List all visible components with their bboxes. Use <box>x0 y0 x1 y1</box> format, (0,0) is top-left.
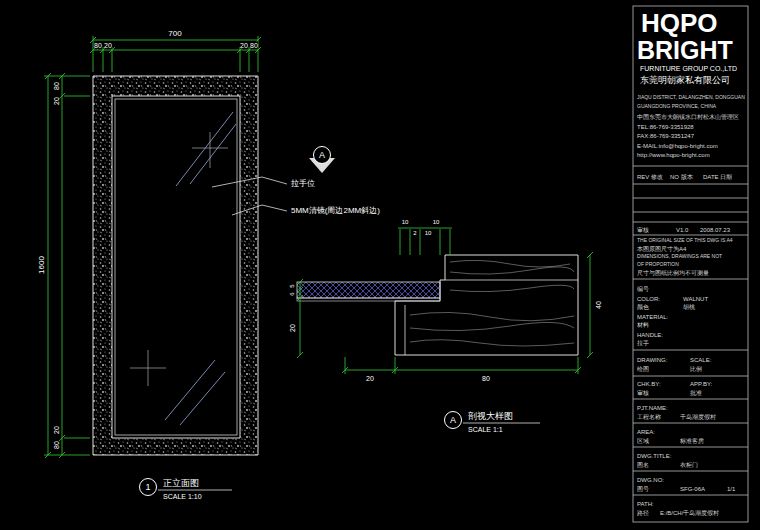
title-block-text: 本图原图尺寸为A4 <box>637 246 686 252</box>
title-block-text: THE ORIGINAL SIZE OF THIS DWG IS A4 <box>637 238 733 243</box>
note-text: 5MM清镜(周边2MM斜边) <box>291 207 380 215</box>
company-logo: HQPO <box>641 10 718 36</box>
view-scale: SCALE 1:10 <box>163 493 202 500</box>
title-block-text: 比例 <box>690 366 702 372</box>
dimension-text: 700 <box>168 30 181 38</box>
dimension-text: 20 <box>104 42 112 49</box>
dimension-text: 80 <box>482 375 490 382</box>
title-block-text: 衣柜门 <box>680 462 698 468</box>
title-block-text: OF PROPORTION <box>637 262 679 267</box>
company-logo: BRIGHT <box>637 38 733 63</box>
dimension-text: 80 <box>94 42 102 49</box>
view-scale: SCALE 1:1 <box>468 426 503 433</box>
callout-letter: 1 <box>145 482 150 492</box>
title-block-text: COLOR: <box>637 296 660 302</box>
title-block-text: DWG.NO: <box>637 477 664 483</box>
title-block-text: 批准 <box>690 390 702 396</box>
callout-circle: A <box>313 146 331 164</box>
title-block-text: 材料 <box>637 322 649 328</box>
dimension-text: 10 <box>433 219 440 225</box>
note-text: 拉手位 <box>291 180 315 188</box>
title-block-text: 颜色 <box>637 304 649 310</box>
title-block-text: http://www.hqpo-bright.com <box>637 152 710 158</box>
title-block-text: DWG.TITLE: <box>637 453 671 459</box>
dimension-text: 2 <box>413 230 416 236</box>
title-block-text: 编号 <box>637 286 649 292</box>
dimension-text: 6 <box>289 292 295 295</box>
title-block-text: 图名 <box>637 462 649 468</box>
dimension-text: 20 <box>53 426 60 434</box>
view-title: 剖视大样图 <box>468 412 513 421</box>
title-block-text: 1/1 <box>727 486 735 492</box>
title-block-text: SCALE: <box>690 357 711 363</box>
title-block-text: REV 修改 <box>637 174 663 180</box>
title-block-text: 绘图 <box>637 366 649 372</box>
title-block-text: 千岛湖度假村 <box>680 414 716 420</box>
title-block-text: V1.0 <box>676 227 688 233</box>
company-name: 东莞明朝家私有限公司 <box>640 76 730 85</box>
title-block-text: DATE 日期 <box>703 174 732 180</box>
title-block-text: PJT.NAME: <box>637 405 668 411</box>
dimension-text: 1600 <box>38 256 46 274</box>
title-block-text: CHK.BY: <box>637 381 661 387</box>
title-block-text: 2008.07.23 <box>700 227 730 233</box>
title-block-text: 工程名称 <box>637 414 661 420</box>
title-block-text: 中国东莞市大朗镇水口村松木山管理区 <box>637 114 739 120</box>
dimension-text: 80 <box>53 441 60 449</box>
title-block-text: 尺寸与图纸比例均不可测量 <box>637 270 709 276</box>
company-name: FURNITURE GROUP CO.,LTD <box>640 65 737 72</box>
dimension-text: 20 <box>289 324 296 332</box>
title-block-text: 审核 <box>637 227 649 233</box>
title-block-text: HANDLE: <box>637 332 663 338</box>
dimension-text: 20 <box>240 42 248 49</box>
title-block-text: WALNUT <box>683 296 708 302</box>
title-block-text: E:/B/CH/千岛湖度假村 <box>660 510 719 516</box>
dimension-text: 20 <box>366 375 374 382</box>
title-block-text: 拉手 <box>637 340 649 346</box>
title-block-text: 标准客房 <box>680 438 704 444</box>
title-block-text: AREA: <box>637 429 655 435</box>
title-block-text: E-MAIL:info@hqpo-bright.com <box>637 143 718 149</box>
title-block-text: JIAQU DISTRICT, DALANGZHEN, DONGGUAN <box>637 95 745 100</box>
title-block-text: FAX:86-769-3351247 <box>637 133 694 139</box>
view-title: 正立面图 <box>163 479 199 488</box>
title-block-text: 胡桃 <box>683 304 695 310</box>
title-block-text: APP.BY: <box>690 381 712 387</box>
dimension-text: 10 <box>425 230 432 236</box>
title-block-text: 图号 <box>637 486 649 492</box>
callout-circle: A <box>444 411 462 429</box>
dimension-text: 80 <box>53 82 60 90</box>
title-block-text: 审核 <box>637 390 649 396</box>
dimension-text: 40 <box>595 301 602 309</box>
title-block-text: MATERIAL: <box>637 314 668 320</box>
dimension-text: 20 <box>53 97 60 105</box>
title-block-text: NO 版本 <box>670 174 693 180</box>
title-block-text: 区域 <box>637 438 649 444</box>
dimension-text: 5 <box>289 284 295 287</box>
dimension-text: 10 <box>402 219 409 225</box>
callout-letter: A <box>319 150 325 160</box>
dimension-text: 80 <box>250 42 258 49</box>
title-block-text: TEL:86-769-3351928 <box>637 124 694 130</box>
title-block-text: SFG-06A <box>680 486 705 492</box>
callout-circle: 1 <box>139 478 157 496</box>
title-block-text: DRAWING: <box>637 357 667 363</box>
title-block-text: PATH: <box>637 501 654 507</box>
title-block-text: 路径 <box>637 510 649 516</box>
title-block-text: DIMENSIONS, DRAWINGS ARE NOT <box>637 254 722 259</box>
title-block-text: GUANGDONG PROVINCE, CHINA <box>637 104 716 109</box>
callout-letter: A <box>450 415 456 425</box>
